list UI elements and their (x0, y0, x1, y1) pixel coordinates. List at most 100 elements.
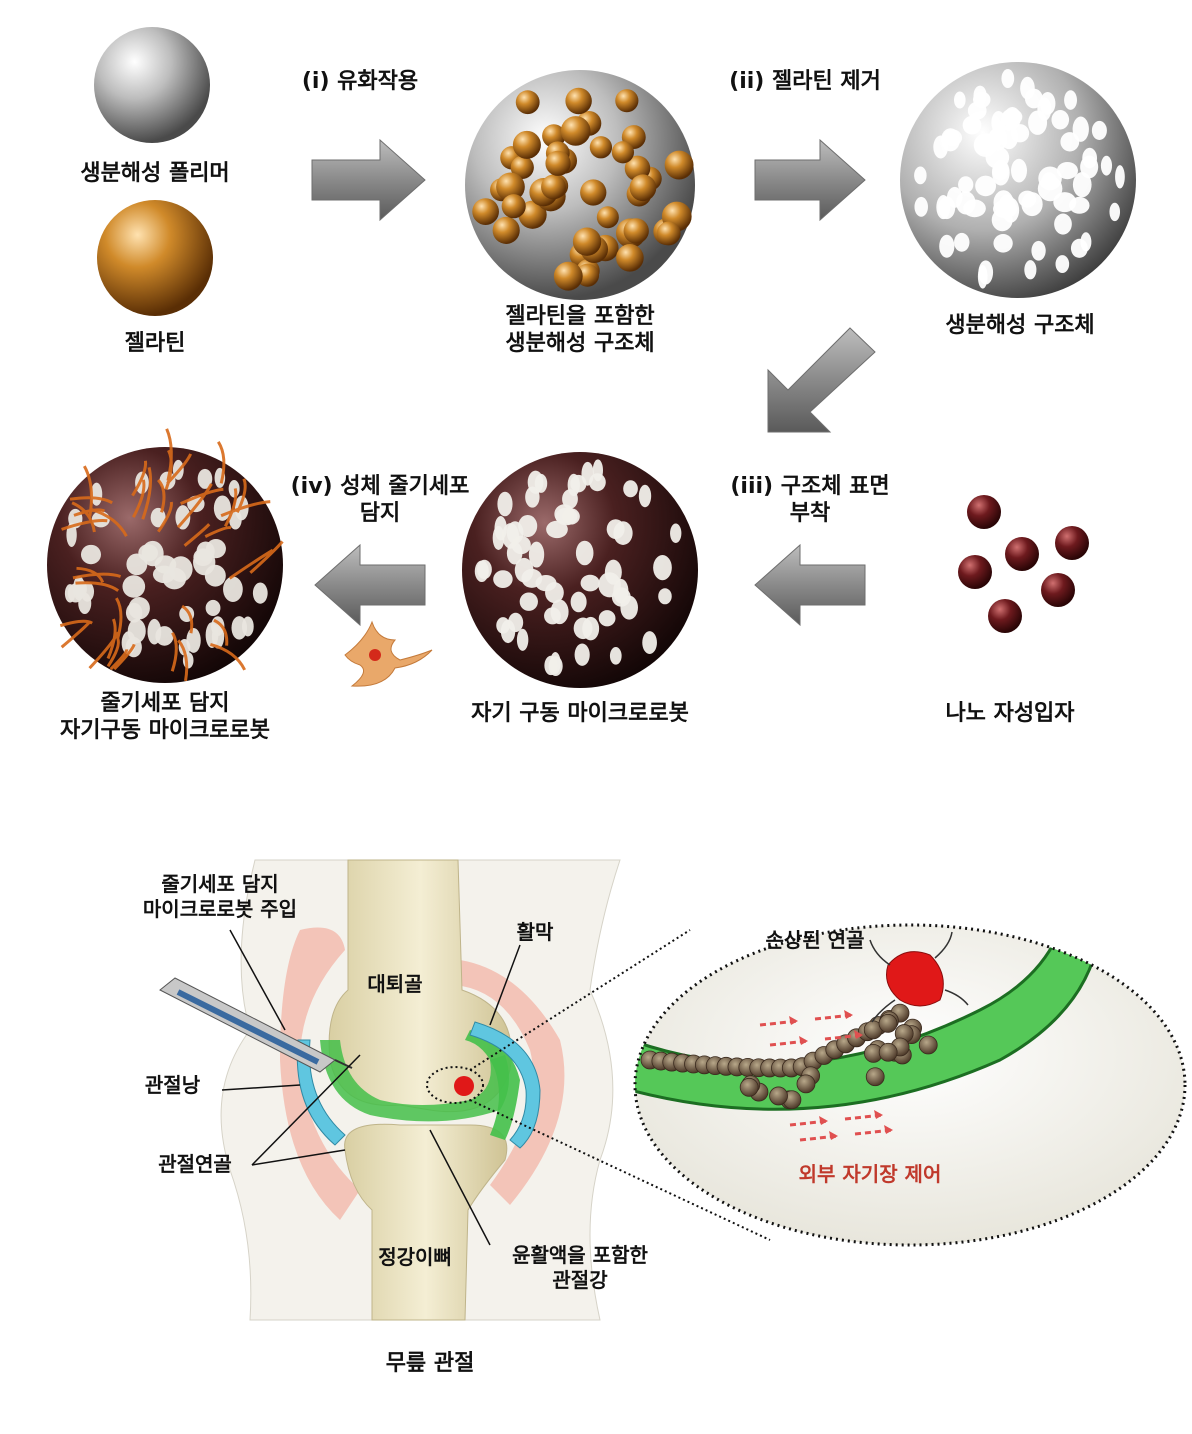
pore (1010, 124, 1030, 143)
cell-fiber (249, 540, 284, 574)
label-step-iv-1: (iv) 성체 줄기세포 (290, 474, 470, 499)
pore (954, 232, 970, 252)
arrow-surface-attach (754, 543, 866, 627)
pore (573, 617, 593, 640)
pore (548, 656, 563, 677)
cell-fiber (156, 478, 166, 513)
pore (575, 540, 594, 566)
pore (1100, 155, 1113, 176)
cell-fiber (210, 642, 247, 671)
pore (521, 568, 543, 588)
pore (528, 541, 545, 568)
pore (991, 208, 1013, 232)
cell-fiber (204, 526, 232, 538)
label-injection-2: 마이크로로봇 주입 (142, 897, 298, 921)
pore (1053, 192, 1077, 213)
cell-fiber (72, 572, 122, 580)
pore (975, 175, 997, 197)
pore (958, 176, 974, 194)
cell-fiber (176, 483, 213, 529)
gelatin-bead (492, 216, 520, 244)
pore (574, 643, 590, 666)
cell-fiber (141, 467, 152, 520)
pore (1054, 213, 1072, 235)
pore (1018, 190, 1037, 208)
pore (613, 578, 629, 604)
field-arrow-head (854, 1030, 863, 1039)
pore (946, 186, 963, 208)
pore (991, 159, 1010, 186)
gelatin-bead (656, 221, 681, 246)
microrobot (865, 1067, 885, 1087)
cell-fiber (177, 639, 189, 682)
label-joint-cavity-1: 윤활액을 포함한 (512, 1243, 648, 1267)
gelatin-bead (589, 136, 613, 159)
gelatin-bead (565, 87, 592, 115)
pore (205, 622, 219, 649)
label-articular-cartilage: 관절연골 (158, 1152, 232, 1176)
cell-fiber (60, 621, 91, 649)
pore (609, 647, 622, 665)
pore (150, 507, 166, 528)
label-step-iii-1: (iii) 구조체 표면 (730, 474, 890, 499)
pore (554, 504, 575, 524)
polymer-sphere (94, 27, 210, 143)
magnetic-microrobot-sphere (462, 452, 698, 688)
gelatin-bead (623, 218, 649, 244)
pore (494, 516, 507, 541)
label-gelatin-structure-2: 생분해성 구조체 (505, 331, 655, 356)
label-step-i: (i) 유화작용 (301, 69, 419, 94)
pore (64, 584, 76, 603)
pore (1020, 76, 1035, 100)
gelatin-bead (553, 261, 583, 291)
pore (241, 616, 254, 637)
cell-fiber (89, 507, 128, 537)
pore (638, 484, 652, 508)
knee-illustration (159, 859, 771, 1321)
gelatin-bead (545, 150, 571, 176)
cell-fiber (113, 643, 136, 671)
field-arrow-head (819, 1116, 828, 1125)
cell-fiber (75, 581, 120, 592)
pore (623, 480, 638, 498)
pore (1003, 107, 1021, 129)
microrobot (918, 1035, 938, 1055)
label-joint-capsule: 관절낭 (144, 1073, 201, 1097)
cell-fiber (59, 619, 93, 628)
pore (993, 234, 1013, 253)
arrow-emulsification (311, 138, 426, 222)
final-robot-sphere (47, 428, 284, 683)
pore (642, 631, 657, 655)
gelatin-sphere (97, 200, 213, 316)
label-knee-title: 무릎 관절 (385, 1351, 475, 1376)
pore (1072, 172, 1092, 198)
cell-fiber (165, 428, 173, 481)
gelatin-bead (572, 227, 602, 256)
pore (962, 115, 982, 135)
gelatin-bead (501, 194, 526, 219)
pore (653, 555, 672, 581)
pore (580, 574, 600, 592)
label-step-iv-2: 담지 (359, 501, 401, 526)
cell-fiber (83, 465, 93, 517)
cell-fiber (220, 500, 271, 518)
cell-fiber (88, 631, 120, 670)
pore (493, 570, 513, 588)
gelatin-bead (580, 179, 607, 206)
pore (525, 486, 540, 508)
gelatin-bead (611, 141, 635, 164)
pore (497, 491, 513, 517)
pore (122, 575, 146, 598)
pore (545, 582, 564, 604)
label-step-ii: (ii) 젤라틴 제거 (729, 69, 881, 94)
label-injection-1: 줄기세포 담지 (161, 872, 279, 896)
pore (1001, 69, 1015, 88)
pore (135, 471, 149, 494)
pore (914, 166, 927, 185)
microrobot (878, 1042, 898, 1062)
gelatin-bead (616, 244, 644, 272)
label-magnetic-control: 외부 자기장 제어 (798, 1162, 942, 1186)
pore (658, 588, 672, 605)
field-arrow-head (829, 1131, 838, 1140)
gelatin-bead (510, 155, 534, 180)
